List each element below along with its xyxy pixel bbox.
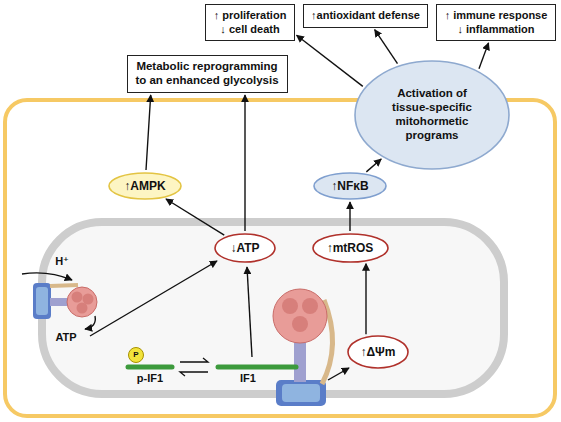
part-label: H⁺ bbox=[55, 255, 69, 268]
effect-box: ↑antioxidant defense bbox=[303, 4, 428, 28]
mito-signal-ellipse: ↓ATP bbox=[214, 233, 276, 263]
if1-bar bbox=[128, 365, 172, 370]
ellipse-shape bbox=[215, 234, 275, 262]
leader-arrow bbox=[247, 267, 252, 357]
node-text: ↑NFκB bbox=[331, 179, 368, 193]
effect-box: ↑ immune response ↓ inflammation bbox=[436, 4, 556, 41]
mito-signal-ellipse: ↑ΔΨm bbox=[347, 335, 409, 369]
node-text: ↑ΔΨm bbox=[360, 345, 395, 359]
synthase-f1 bbox=[67, 287, 97, 317]
synthase-subunit bbox=[292, 316, 308, 332]
node-text: ↑antioxidant defense bbox=[311, 9, 420, 22]
ellipse-shape bbox=[313, 234, 388, 262]
part-label: p-IF1 bbox=[137, 372, 163, 385]
node-text: Metabolic reprogramming to an enhanced g… bbox=[135, 60, 280, 88]
node-text: Activation of tissue-specific mitohormet… bbox=[382, 87, 482, 142]
synthase-fo bbox=[282, 384, 320, 402]
synthase-subunit bbox=[302, 298, 318, 314]
leader-arrow bbox=[328, 368, 349, 380]
arrow-connector bbox=[166, 199, 224, 235]
outcome-box: Metabolic reprogramming to an enhanced g… bbox=[127, 55, 288, 93]
effect-box: ↑ proliferation ↓ cell death bbox=[205, 4, 295, 41]
program-ellipse: Activation of tissue-specific mitohormet… bbox=[354, 60, 510, 170]
synthase-stalk bbox=[50, 298, 68, 306]
synthase-fo bbox=[36, 287, 48, 315]
equilibrium-arrow bbox=[180, 358, 208, 362]
synthase-subunit bbox=[83, 294, 94, 305]
part-label: P bbox=[133, 350, 138, 360]
ellipse-shape bbox=[109, 173, 181, 199]
signal-ellipse: ↑NFκB bbox=[313, 172, 387, 200]
synthase-fo bbox=[276, 380, 326, 406]
arrow-connector bbox=[479, 43, 489, 69]
node-text: ↑mtROS bbox=[327, 241, 374, 255]
arrow-connector bbox=[146, 95, 151, 170]
if1-bar bbox=[218, 365, 296, 370]
proton-arrow bbox=[22, 273, 72, 280]
ellipse-shape bbox=[348, 336, 408, 368]
synthase-f1 bbox=[273, 289, 327, 343]
synthase-subunit bbox=[77, 303, 88, 314]
synthase-fo bbox=[33, 283, 51, 319]
part-label: ATP bbox=[55, 331, 76, 344]
arrow-connector bbox=[365, 264, 366, 335]
phosphate-dot bbox=[129, 348, 144, 363]
node-text: ↑AMPK bbox=[124, 179, 165, 193]
mito-signal-ellipse: ↑mtROS bbox=[312, 233, 389, 263]
equilibrium-arrow bbox=[180, 372, 208, 376]
node-text: ↑ proliferation ↓ cell death bbox=[213, 9, 287, 35]
mitochondrion bbox=[42, 222, 504, 394]
synthase-stator bbox=[50, 285, 78, 286]
leader-arrow bbox=[90, 261, 217, 336]
synthesis-arrow bbox=[85, 316, 95, 329]
signal-ellipse: ↑AMPK bbox=[108, 172, 182, 200]
node-text: ↓ATP bbox=[230, 241, 259, 255]
arrow-connector bbox=[349, 202, 350, 231]
synthase-subunit bbox=[282, 298, 298, 314]
arrow-connector bbox=[375, 30, 398, 64]
synthase-subunit bbox=[72, 292, 83, 303]
arrow-connector bbox=[366, 159, 381, 172]
synthase-stalk bbox=[294, 338, 306, 382]
ellipse-shape bbox=[355, 61, 509, 169]
arrow-connector bbox=[297, 35, 363, 86]
ellipse-shape bbox=[314, 173, 386, 199]
node-text: ↑ immune response ↓ inflammation bbox=[444, 9, 548, 35]
arrow-connector bbox=[244, 95, 245, 231]
part-label: IF1 bbox=[240, 372, 256, 385]
